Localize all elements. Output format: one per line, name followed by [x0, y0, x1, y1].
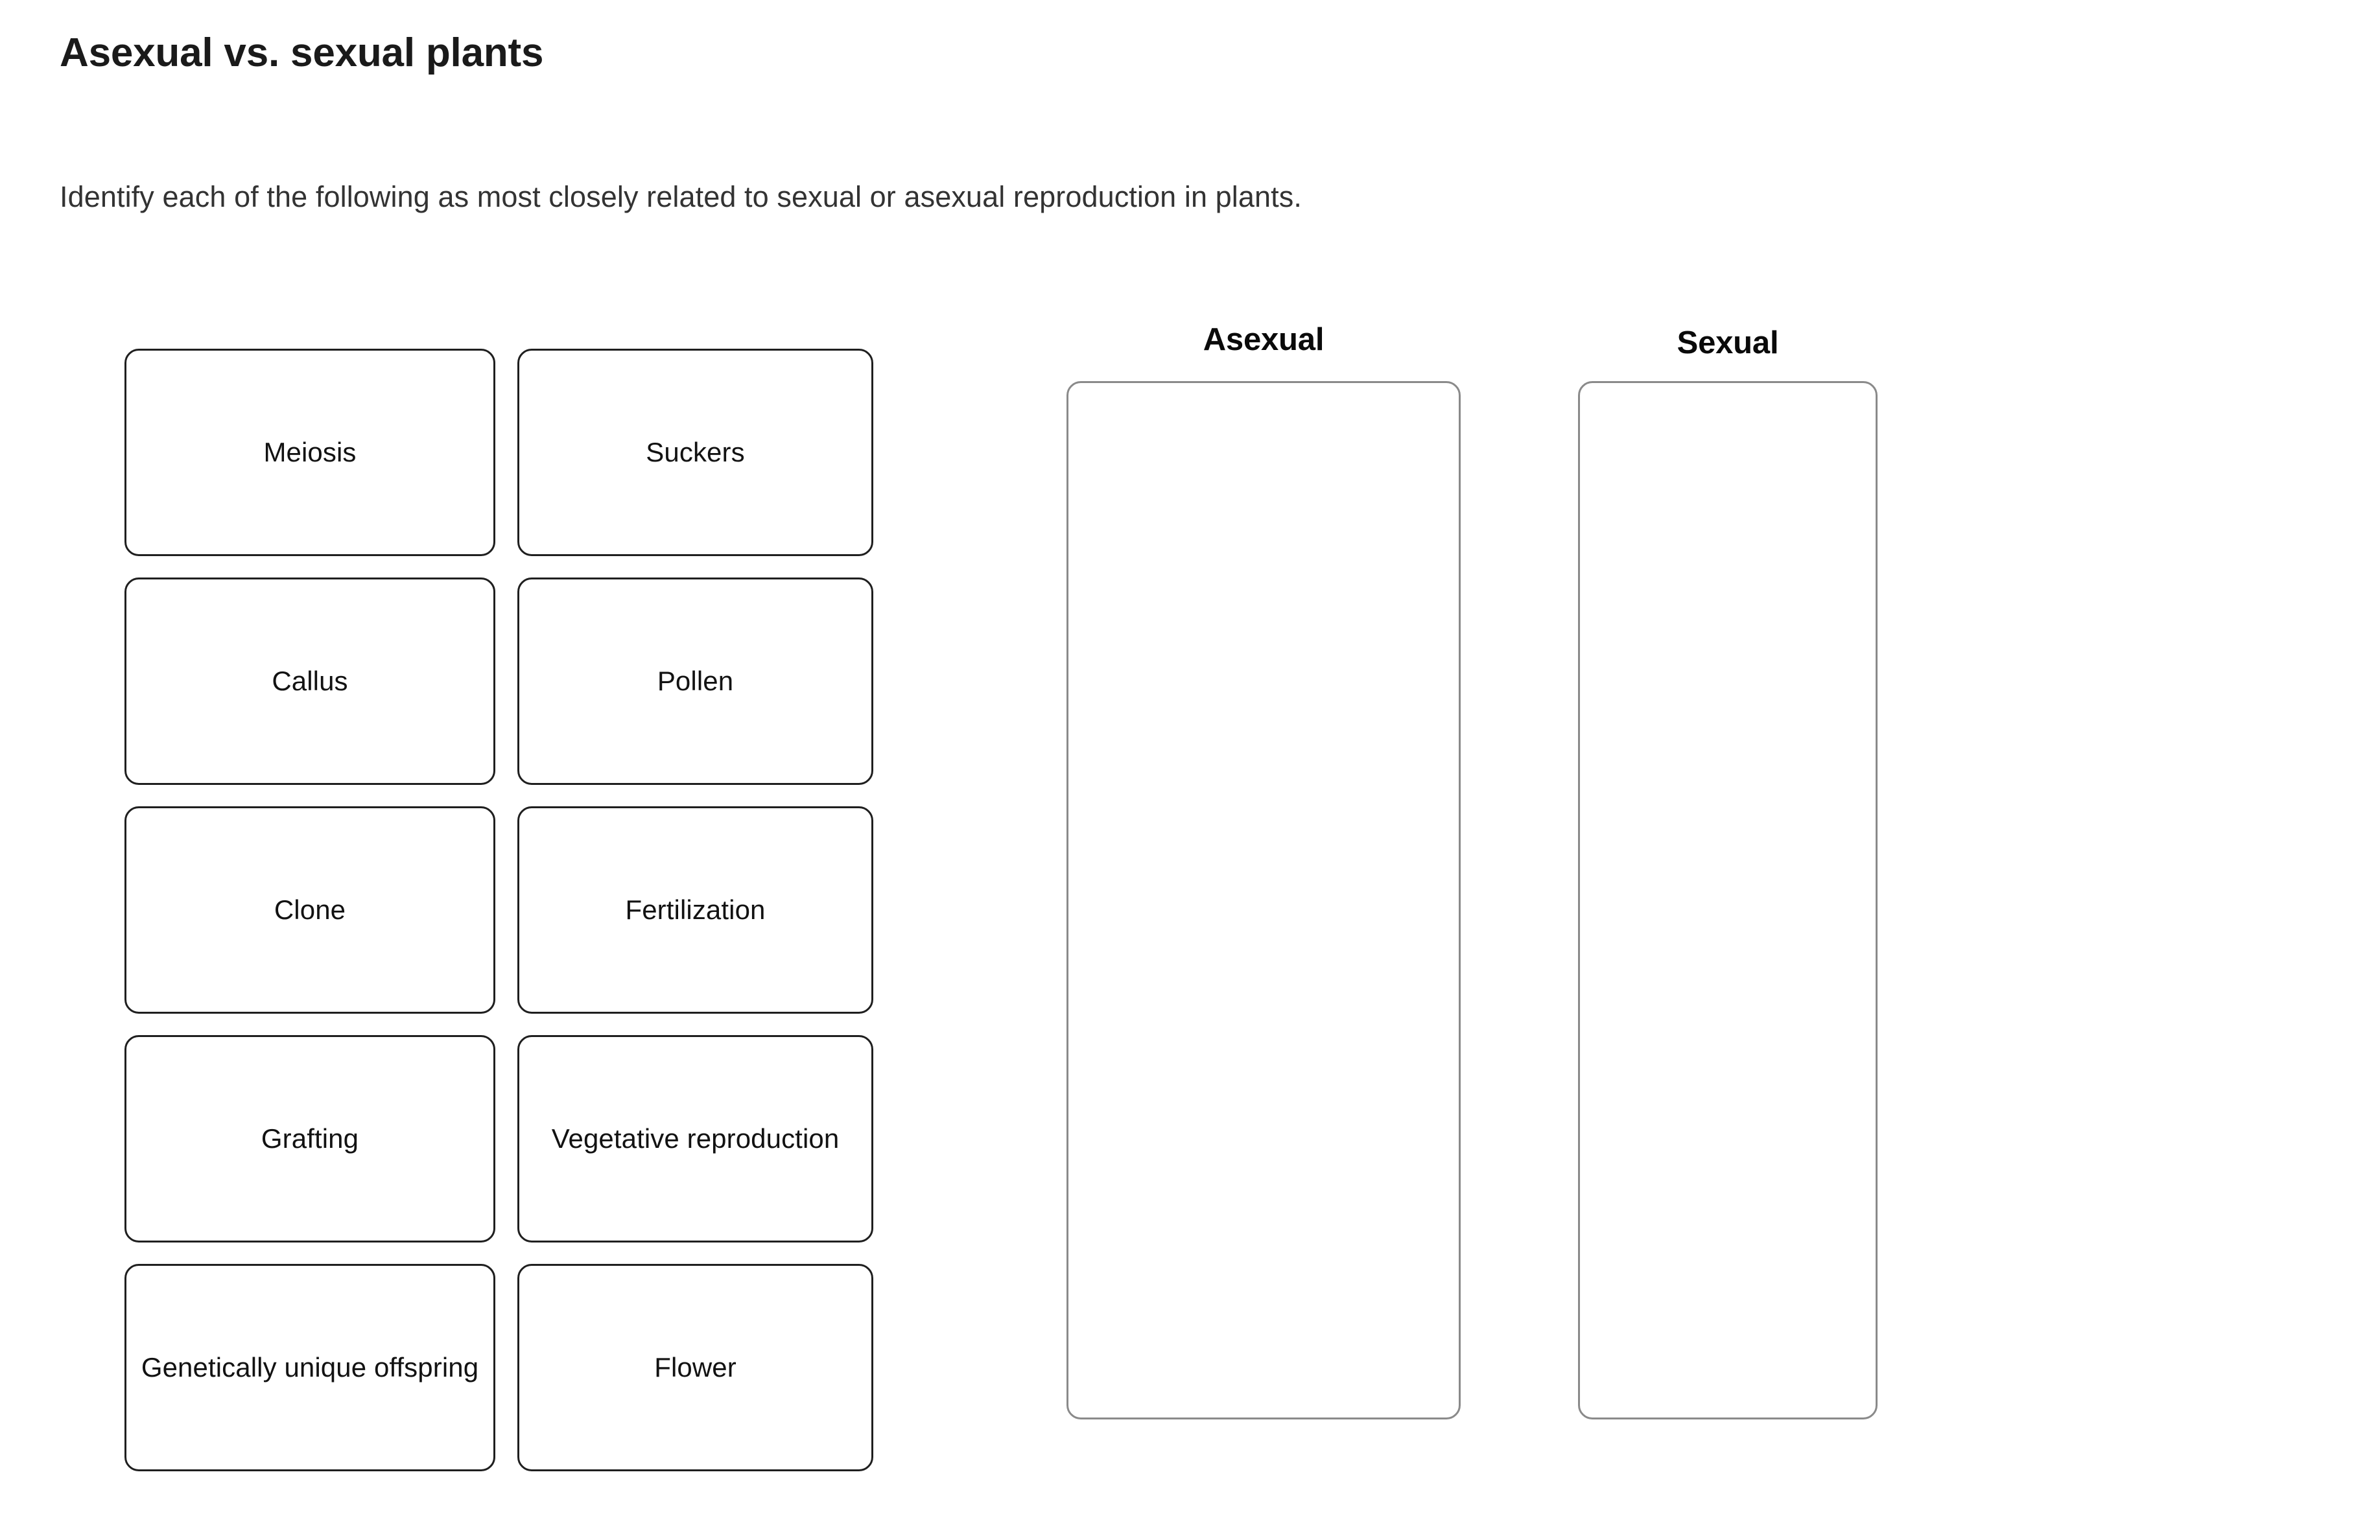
tile-label: Grafting	[261, 1123, 359, 1154]
dropzone-title-sexual: Sexual	[1677, 325, 1779, 360]
draggable-tile-grafting[interactable]: Grafting	[124, 1035, 495, 1242]
dropzone-title-asexual: Asexual	[1203, 322, 1325, 357]
draggable-tile-callus[interactable]: Callus	[124, 578, 495, 785]
dropzone-sexual[interactable]	[1578, 381, 1878, 1419]
tile-label: Pollen	[657, 666, 734, 697]
draggable-tile-suckers[interactable]: Suckers	[517, 349, 873, 556]
tile-label: Flower	[654, 1352, 736, 1383]
draggable-tile-fertilization[interactable]: Fertilization	[517, 806, 873, 1014]
dropzone-area: Asexual Sexual	[1066, 321, 1883, 1436]
dropzone-column-sexual: Sexual	[1578, 321, 1878, 1419]
page-title: Asexual vs. sexual plants	[60, 30, 544, 75]
tile-label: Suckers	[646, 437, 745, 468]
instruction-text: Identify each of the following as most c…	[60, 180, 1302, 213]
dropzone-column-asexual: Asexual	[1066, 321, 1461, 1419]
dropzone-asexual[interactable]	[1066, 381, 1461, 1419]
tile-label: Clone	[274, 894, 346, 926]
draggable-tile-vegetative-reproduction[interactable]: Vegetative reproduction	[517, 1035, 873, 1242]
tile-label: Callus	[272, 666, 348, 697]
draggable-tile-genetically-unique-offspring[interactable]: Genetically unique offspring	[124, 1264, 495, 1471]
tile-label: Meiosis	[263, 437, 357, 468]
draggable-tile-clone[interactable]: Clone	[124, 806, 495, 1014]
draggable-tile-pollen[interactable]: Pollen	[517, 578, 873, 785]
draggable-tile-grid: Meiosis Suckers Callus Pollen Clone Fert…	[124, 349, 873, 1471]
draggable-tile-meiosis[interactable]: Meiosis	[124, 349, 495, 556]
tile-label: Vegetative reproduction	[551, 1123, 840, 1154]
tile-label: Genetically unique offspring	[141, 1352, 479, 1383]
draggable-tile-flower[interactable]: Flower	[517, 1264, 873, 1471]
tile-label: Fertilization	[625, 894, 766, 926]
